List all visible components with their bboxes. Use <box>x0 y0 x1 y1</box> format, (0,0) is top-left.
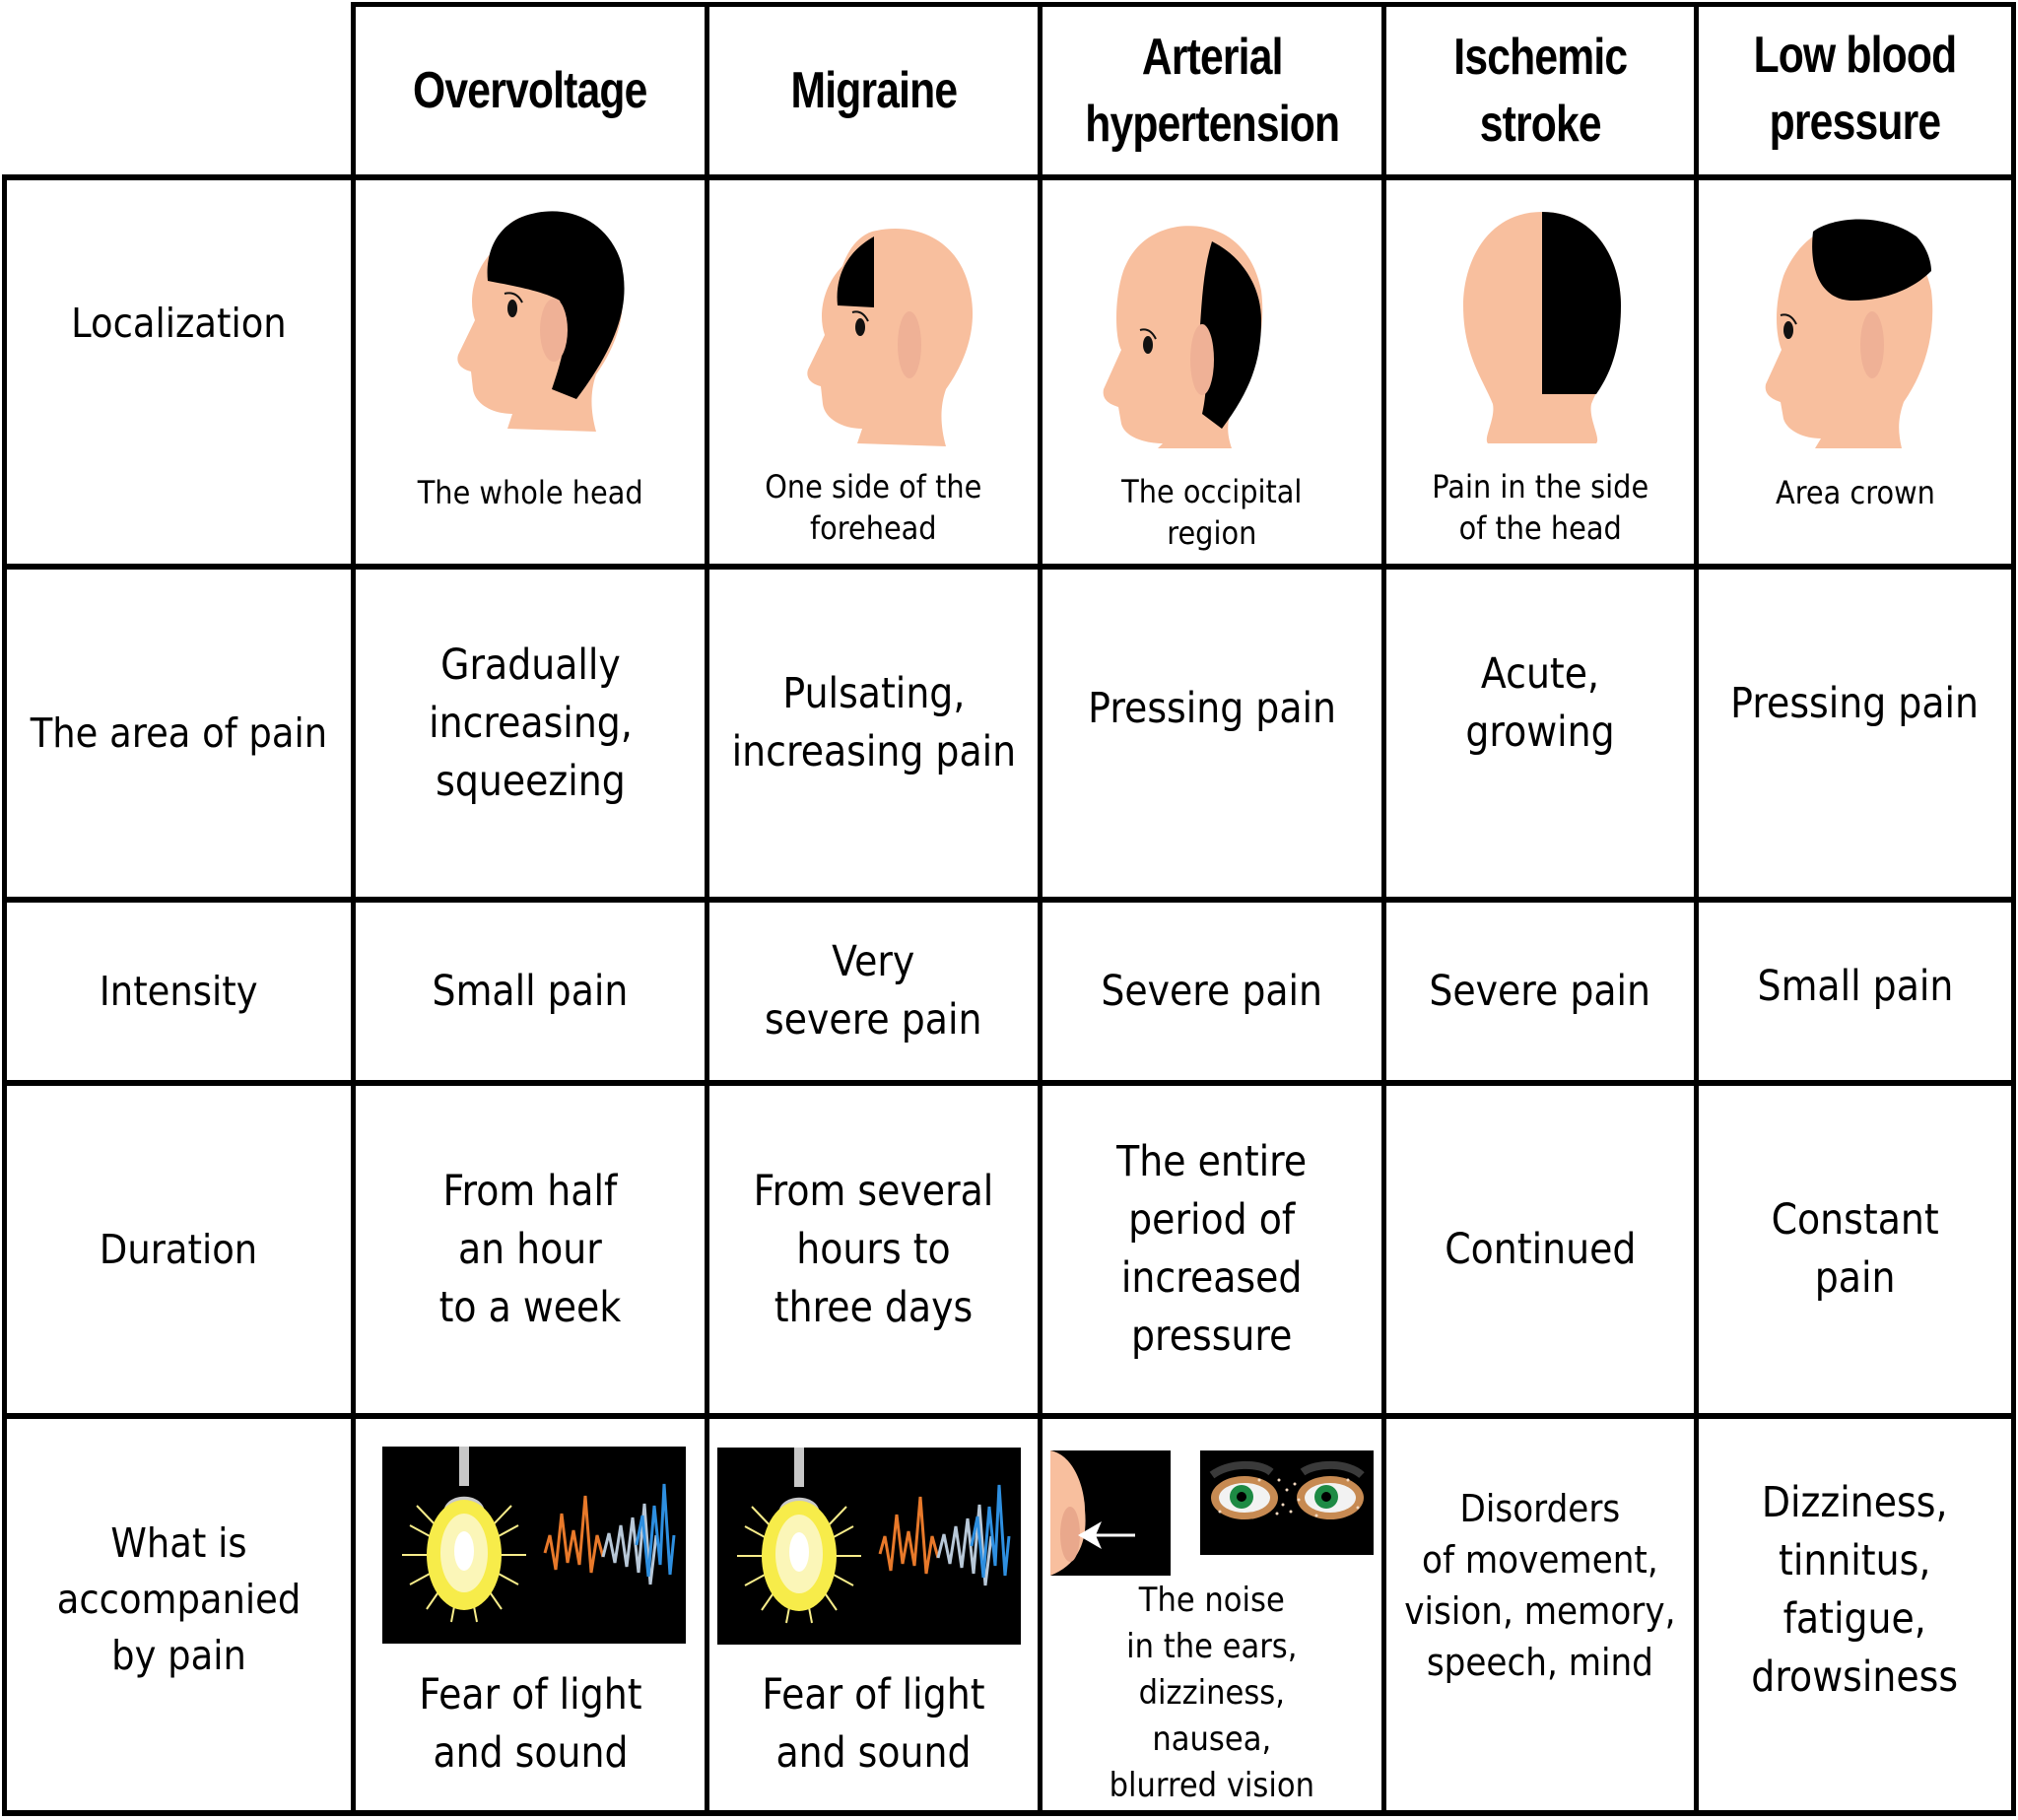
row-label-text: What is accompanied by pain <box>56 1519 302 1679</box>
accompanied-caption-overvoltage: Fear of light and sound <box>418 1670 642 1778</box>
column-header-migraine: Migraine <box>709 7 1038 174</box>
blurred-eyes-illustration <box>1200 1450 1374 1555</box>
accompanied-caption-migraine: Fear of light and sound <box>762 1670 985 1778</box>
grid-line-col3 <box>1038 2 1043 1816</box>
cell-accompanied-low-blood-pressure: Dizziness, tinnitus, fatigue, drowsiness <box>1751 1477 1959 1702</box>
column-header-label: Migraine <box>790 62 958 119</box>
head-occipital-illustration <box>1103 226 1263 448</box>
row-label-duration: Duration <box>7 1086 351 1413</box>
head-whole-head-illustration <box>457 211 625 432</box>
ear-noise-illustration <box>1050 1450 1171 1576</box>
row-label-intensity: Intensity <box>7 903 351 1080</box>
cell-area-of-pain-migraine: Pulsating, increasing pain <box>731 669 1016 776</box>
cell-area-of-pain-ischemic-stroke: Acute, growing <box>1465 649 1615 757</box>
cell-duration-overvoltage: From half an hour to a week <box>438 1166 622 1332</box>
accompanied-caption-arterial-hypertension: The noise in the ears, dizziness, nausea… <box>1109 1580 1315 1805</box>
column-header-overvoltage: Overvoltage <box>356 7 705 174</box>
grid-line-col2 <box>705 2 709 1816</box>
head-side-half-illustration <box>1463 212 1621 443</box>
pain-area-forehead <box>837 236 874 307</box>
cell-area-of-pain-overvoltage: Gradually increasing, squeezing <box>428 640 633 806</box>
row-label-text: The area of pain <box>30 708 328 757</box>
localization-caption-ischemic-stroke: Pain in the side of the head <box>1432 468 1648 547</box>
row-label-text: Localization <box>71 299 287 347</box>
cell-duration-low-blood-pressure: Constant pain <box>1771 1195 1939 1303</box>
light-and-sound-illustration <box>382 1447 686 1644</box>
cell-area-of-pain-arterial-hypertension: Pressing pain <box>1088 683 1336 733</box>
eye-icon <box>507 300 517 317</box>
column-header-label: Low blood pressure <box>1753 26 1958 151</box>
ear-icon <box>898 311 921 378</box>
cell-intensity-arterial-hypertension: Severe pain <box>1101 966 1323 1016</box>
light-bulb-icon <box>402 1447 526 1623</box>
pain-area-whole-head <box>487 211 625 399</box>
cell-accompanied-ischemic-stroke: Disorders of movement, vision, memory, s… <box>1404 1486 1676 1684</box>
column-header-ischemic-stroke: Ischemic stroke <box>1386 7 1694 174</box>
grid-line-left <box>2 174 7 1816</box>
cell-intensity-migraine: Very severe pain <box>765 937 982 1045</box>
eye-icon <box>1143 336 1153 354</box>
cell-duration-arterial-hypertension: The entire period of increased pressure <box>1116 1137 1308 1361</box>
ear-icon <box>540 299 568 362</box>
pain-area-occipital <box>1200 241 1261 429</box>
localization-caption-arterial-hypertension: The occipital region <box>1121 473 1303 552</box>
grid-line-row4-bottom <box>2 1413 2016 1419</box>
grid-line-row1-bottom <box>2 564 2016 570</box>
arrow-left-icon <box>1078 1521 1135 1549</box>
ear-icon <box>1190 324 1214 395</box>
light-and-sound-illustration <box>717 1448 1021 1645</box>
row-label-text: Intensity <box>100 967 258 1015</box>
head-crown-illustration <box>1765 219 1933 448</box>
cell-intensity-low-blood-pressure: Small pain <box>1757 961 1953 1011</box>
cell-duration-migraine: From several hours to three days <box>753 1166 994 1332</box>
pain-area-side <box>1542 212 1621 394</box>
column-header-arterial-hypertension: Arterial hypertension <box>1043 7 1381 174</box>
cell-intensity-overvoltage: Small pain <box>432 966 629 1016</box>
eyebrow-icon <box>504 292 523 303</box>
row-label-text: Duration <box>100 1225 258 1273</box>
column-header-label: Overvoltage <box>413 62 647 119</box>
grid-line-col5 <box>1694 2 1699 1816</box>
row-label-accompanied-by: What is accompanied by pain <box>7 1419 351 1810</box>
eye-icon <box>1783 321 1793 339</box>
localization-caption-overvoltage: The whole head <box>417 474 643 511</box>
column-header-label: Arterial hypertension <box>1085 29 1340 153</box>
localization-caption-low-blood-pressure: Area crown <box>1775 474 1935 511</box>
grid-line-header-bottom <box>2 174 2016 180</box>
eye-icon <box>855 318 865 336</box>
cell-intensity-ischemic-stroke: Severe pain <box>1429 966 1651 1016</box>
localization-caption-migraine: One side of the forehead <box>765 468 982 547</box>
sound-wave-icon <box>543 1483 676 1585</box>
eyebrow-icon <box>851 310 869 322</box>
head-forehead-illustration <box>807 229 974 446</box>
column-header-low-blood-pressure: Low blood pressure <box>1699 7 2011 169</box>
grid-line-bottom <box>2 1810 2016 1816</box>
row-label-area-of-pain: The area of pain <box>7 570 351 897</box>
cell-area-of-pain-low-blood-pressure: Pressing pain <box>1730 678 1980 728</box>
head-skin <box>807 229 974 446</box>
column-header-label: Ischemic stroke <box>1453 29 1628 153</box>
grid-line-right <box>2011 2 2016 1816</box>
ear-icon <box>1860 311 1884 378</box>
grid-line-top <box>352 2 2016 7</box>
light-bulb-icon <box>737 1448 861 1624</box>
grid-line-col4 <box>1381 2 1386 1816</box>
eyebrow-icon <box>1780 313 1797 325</box>
grid-line-row2-bottom <box>2 897 2016 903</box>
grid-line-row3-bottom <box>2 1080 2016 1086</box>
cell-duration-ischemic-stroke: Continued <box>1444 1224 1637 1274</box>
row-label-localization: Localization <box>7 180 351 466</box>
eyebrow-icon <box>1139 328 1157 340</box>
pain-area-crown <box>1812 219 1931 301</box>
sound-wave-icon <box>878 1484 1011 1586</box>
grid-line-col1 <box>351 2 356 1816</box>
